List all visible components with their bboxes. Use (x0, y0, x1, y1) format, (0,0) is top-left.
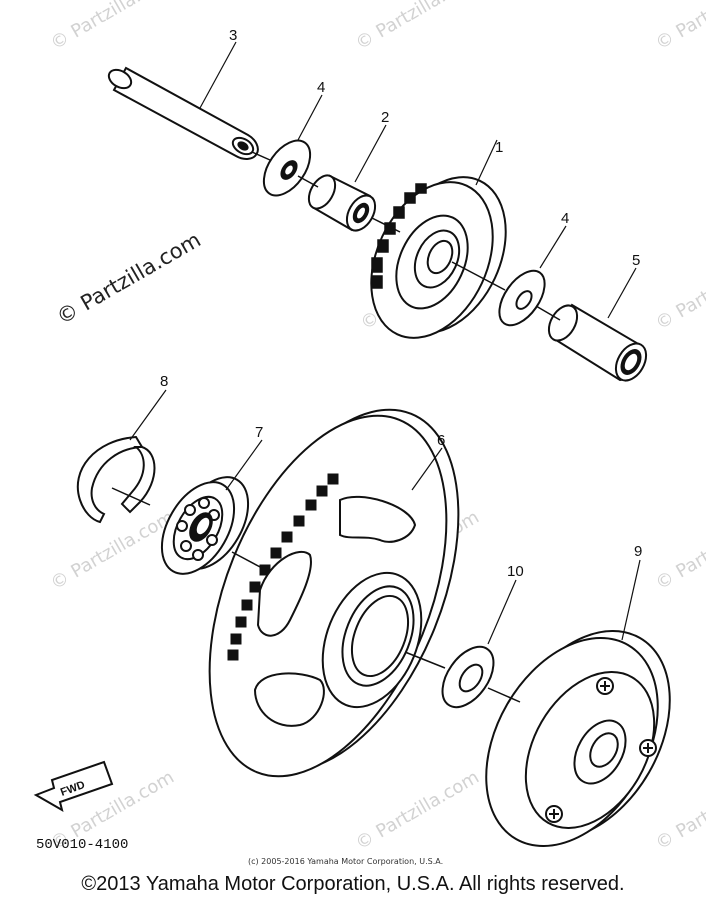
part-4-washer-right (498, 269, 546, 327)
part-6-wheel-gear (208, 408, 460, 778)
part-4-washer-left (262, 139, 312, 197)
part-10-washer (441, 645, 495, 709)
callout-3: 3 (229, 27, 237, 44)
part-8-circlip (76, 435, 156, 524)
callout-numbers: 3 4 2 1 4 5 8 7 6 10 9 (160, 27, 642, 580)
callout-8: 8 (160, 373, 168, 390)
callout-5: 5 (632, 252, 640, 269)
callout-1: 1 (495, 139, 503, 156)
callout-9: 9 (634, 543, 642, 560)
diagram-code: 50V010-4100 (36, 837, 128, 853)
callout-6: 6 (437, 432, 445, 449)
watermark-text: © Partzilla.com (47, 507, 178, 595)
watermark-text: © Partzilla.com (652, 507, 706, 595)
small-copyright: (c) 2005-2016 Yamaha Motor Corporation, … (248, 857, 443, 866)
watermark-text: © Partzilla.com (652, 767, 706, 855)
callout-4-right: 4 (561, 210, 569, 227)
axis-line-lower (111, 487, 521, 703)
watermark-text: © Partzilla.com (352, 767, 483, 855)
callout-2: 2 (381, 109, 389, 126)
axis-line-upper (251, 151, 561, 321)
part-7-bearing (160, 476, 250, 575)
callout-7: 7 (255, 424, 263, 441)
part-9-clutch-housing (485, 630, 671, 847)
watermark-text: © Partzilla.com (352, 0, 483, 54)
leader-lines (129, 41, 641, 645)
part-5-bushing (547, 303, 648, 382)
footer-copyright: ©2013 Yamaha Motor Corporation, U.S.A. A… (81, 873, 625, 895)
callout-10: 10 (507, 563, 524, 580)
part-2-collar (307, 174, 377, 232)
watermark-text: © Partzilla.com (652, 247, 706, 335)
watermark-text: © Partzilla.com (47, 0, 178, 54)
part-3-shaft (107, 66, 259, 160)
watermark-text: © Partzilla.com (652, 0, 706, 54)
watermark-text-prominent: © Partzilla.com (53, 228, 205, 330)
callout-4-left: 4 (317, 79, 325, 96)
fwd-arrow-icon: FWD (33, 760, 114, 813)
part-1-idler-gear (370, 176, 507, 339)
